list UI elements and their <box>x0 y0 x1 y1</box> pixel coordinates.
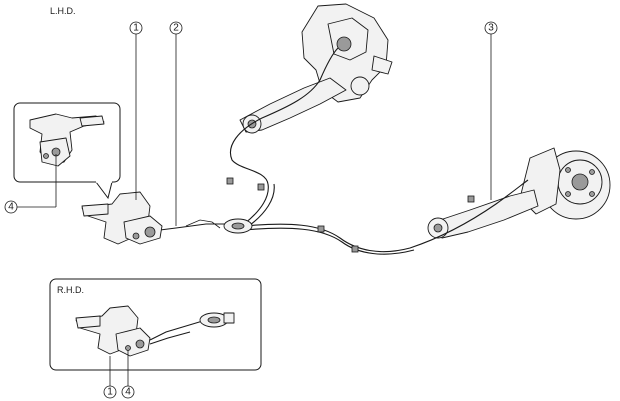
parking-brake-lever-lhd <box>81 191 163 245</box>
lhd-label: L.H.D. <box>50 6 76 16</box>
callout-1-rhd: 1 <box>107 387 113 398</box>
callout-2: 2 <box>173 23 179 34</box>
callouts: 1 2 3 4 1 4 <box>4 21 498 399</box>
callout-4-rhd: 4 <box>125 387 131 398</box>
callout-1-rhd-circle <box>103 385 117 399</box>
callout-3: 3 <box>488 23 494 34</box>
rhd-inset: R.H.D. <box>49 278 262 371</box>
callout-1: 1 <box>133 23 139 34</box>
rhd-label: R.H.D. <box>57 285 84 295</box>
rear-right-knuckle-assembly <box>427 147 611 239</box>
callout-4-circle <box>4 200 18 214</box>
cable-equalizer <box>185 218 253 234</box>
lhd-detail-inset <box>13 102 121 200</box>
parking-brake-cables <box>159 47 529 255</box>
callout-4-rhd-circle <box>121 385 135 399</box>
callout-1-circle <box>129 21 143 35</box>
callout-2-circle <box>169 21 183 35</box>
rear-left-knuckle-assembly <box>239 3 393 134</box>
callout-3-circle <box>484 21 498 35</box>
callout-4: 4 <box>8 202 14 213</box>
